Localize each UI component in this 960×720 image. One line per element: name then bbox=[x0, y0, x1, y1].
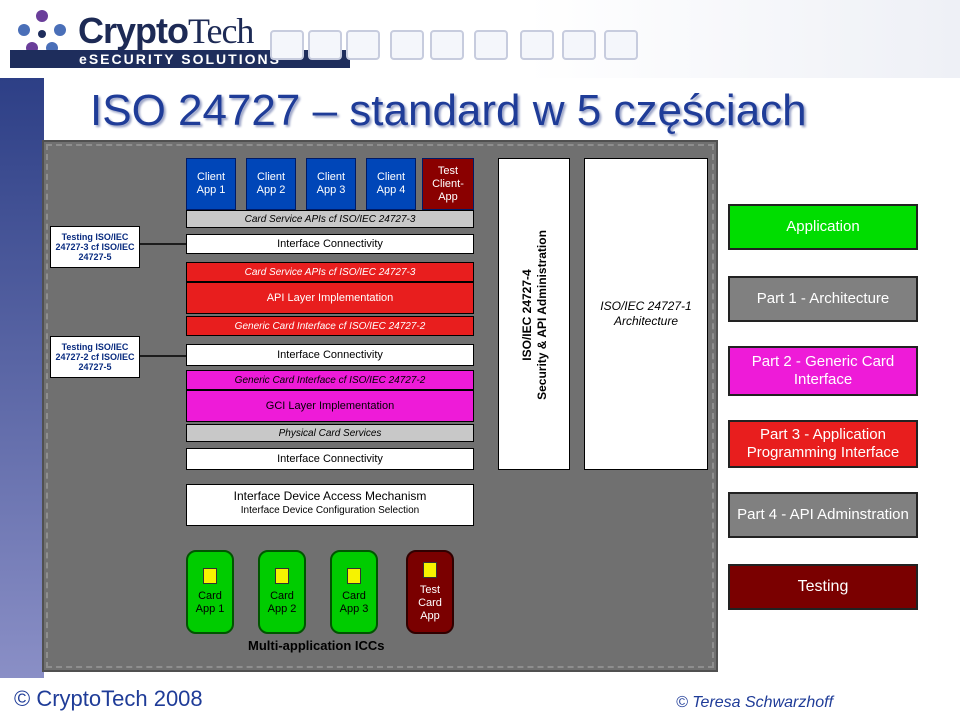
footer-author: © Teresa Schwarzhoff bbox=[676, 694, 834, 711]
diagram-panel-border bbox=[46, 144, 714, 668]
card-app-3-label: Card App 3 bbox=[339, 590, 369, 615]
legend-part3: Part 3 - Application Programming Interfa… bbox=[728, 420, 918, 468]
multi-application-iccs-label: Multi-application ICCs bbox=[248, 638, 385, 653]
decor-tile bbox=[562, 30, 596, 60]
test-card-app-label: Test Card App bbox=[418, 583, 442, 622]
generic-card-interface-1: Generic Card Interface cf ISO/IEC 24727-… bbox=[186, 316, 474, 336]
decor-tile bbox=[474, 30, 508, 60]
left-ornament-bar bbox=[0, 78, 44, 678]
chip-icon bbox=[203, 568, 217, 584]
ifd-access-subtitle: Interface Device Configuration Selection bbox=[240, 505, 420, 516]
decor-tile bbox=[346, 30, 380, 60]
decor-tile bbox=[520, 30, 554, 60]
footer-copyright: © CryptoTech 2008 bbox=[14, 686, 203, 711]
card-app-3: Card App 3 bbox=[330, 550, 378, 634]
interface-connectivity-3: Interface Connectivity bbox=[186, 448, 474, 470]
test-card-app: Test Card App bbox=[406, 550, 454, 634]
brand-tagline: eSECURITY SOLUTIONS bbox=[10, 50, 350, 68]
card-app-2-label: Card App 2 bbox=[267, 590, 297, 615]
interface-device-access-mechanism: Interface Device Access Mechanism Interf… bbox=[186, 484, 474, 526]
legend-application: Application bbox=[728, 204, 918, 250]
testing-box-api: Testing ISO/IEC 24727-3 cf ISO/IEC 24727… bbox=[50, 226, 140, 268]
testing-box-gci: Testing ISO/IEC 24727-2 cf ISO/IEC 24727… bbox=[50, 336, 140, 378]
legend-part1: Part 1 - Architecture bbox=[728, 276, 918, 322]
legend-part4: Part 4 - API Adminstration bbox=[728, 492, 918, 538]
architecture-line1: ISO/IEC 24727-1 bbox=[600, 299, 692, 313]
generic-card-interface-2: Generic Card Interface cf ISO/IEC 24727-… bbox=[186, 370, 474, 390]
security-api-admin-bar: ISO/IEC 24727-4 Security & API Administr… bbox=[498, 158, 570, 470]
chip-icon bbox=[275, 568, 289, 584]
test-client-app: Test Client-App bbox=[422, 158, 474, 210]
security-api-admin-label: ISO/IEC 24727-4 Security & API Administr… bbox=[519, 159, 551, 471]
chip-icon bbox=[347, 568, 361, 584]
card-app-1-label: Card App 1 bbox=[195, 590, 225, 615]
card-app-1: Card App 1 bbox=[186, 550, 234, 634]
decor-tile bbox=[430, 30, 464, 60]
interface-connectivity-2: Interface Connectivity bbox=[186, 344, 474, 366]
card-app-2: Card App 2 bbox=[258, 550, 306, 634]
interface-connectivity-1: Interface Connectivity bbox=[186, 234, 474, 254]
card-service-apis-2: Card Service APIs cf ISO/IEC 24727-3 bbox=[186, 262, 474, 282]
client-app-4: Client App 4 bbox=[366, 158, 416, 210]
architecture-box: ISO/IEC 24727-1 Architecture bbox=[584, 158, 708, 470]
legend-part2: Part 2 - Generic Card Interface bbox=[728, 346, 918, 396]
gci-layer-implementation: GCI Layer Implementation bbox=[186, 390, 474, 422]
client-app-1: Client App 1 bbox=[186, 158, 236, 210]
client-app-3: Client App 3 bbox=[306, 158, 356, 210]
chip-icon bbox=[423, 561, 437, 578]
decor-tile bbox=[308, 30, 342, 60]
architecture-line2: Architecture bbox=[613, 314, 679, 328]
card-service-apis-1: Card Service APIs cf ISO/IEC 24727-3 bbox=[186, 210, 474, 228]
api-layer-implementation: API Layer Implementation bbox=[186, 282, 474, 314]
decor-tile bbox=[604, 30, 638, 60]
legend-testing: Testing bbox=[728, 564, 918, 610]
client-app-2: Client App 2 bbox=[246, 158, 296, 210]
vertical-bar-line2: Security & API Administration bbox=[535, 230, 549, 400]
brand-name: CryptoTech bbox=[78, 10, 254, 51]
physical-card-services: Physical Card Services bbox=[186, 424, 474, 442]
vertical-bar-line1: ISO/IEC 24727-4 bbox=[520, 269, 534, 361]
ifd-access-title: Interface Device Access Mechanism bbox=[233, 489, 427, 503]
decor-tile bbox=[270, 30, 304, 60]
decor-tile bbox=[390, 30, 424, 60]
slide-title: ISO 24727 – standard w 5 częściach bbox=[90, 86, 807, 135]
